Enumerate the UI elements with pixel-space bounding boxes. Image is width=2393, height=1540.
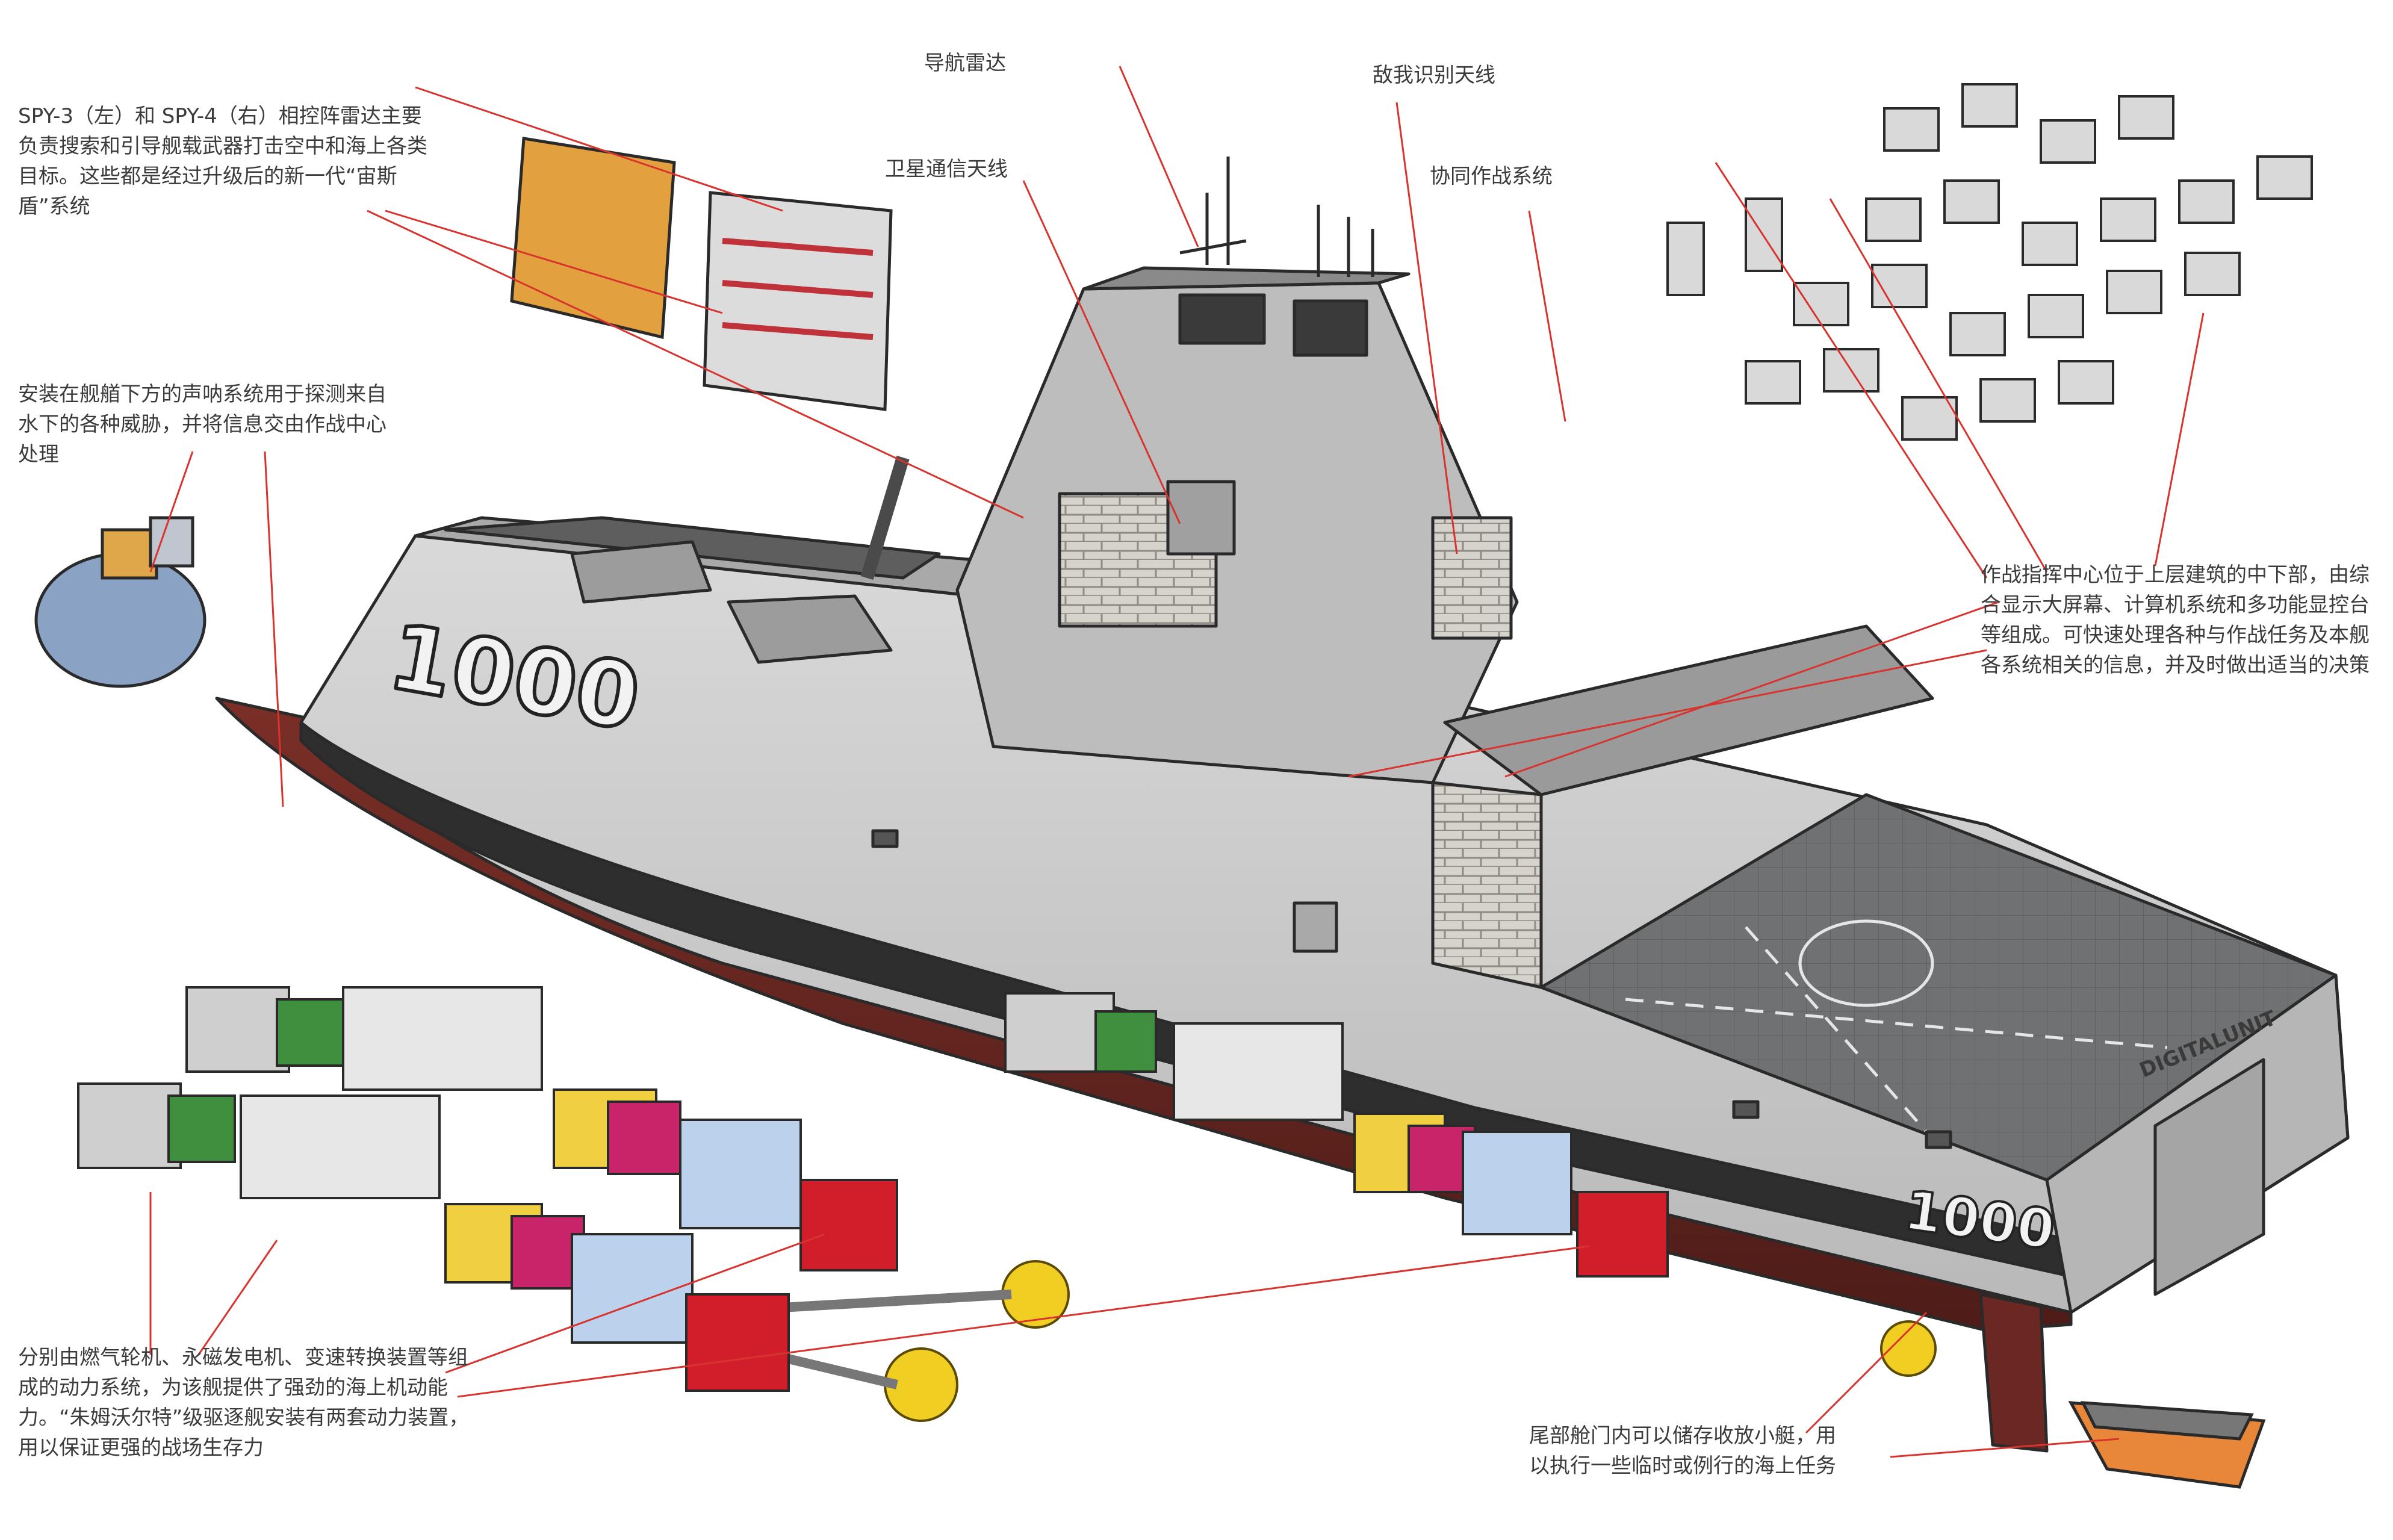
navigation-radar-mast [1179, 157, 1247, 265]
propellers [698, 1260, 1937, 1422]
label-combat-center: 作战指挥中心位于上层建筑的中下部，由综合显示大屏幕、计算机系统和多功能显控台等组… [1981, 563, 2370, 677]
label-iff-antenna: 敌我识别天线 [1373, 63, 1495, 87]
spy-radar-arrays [510, 137, 893, 411]
label-cooperative-combat: 协同作战系统 [1430, 164, 1553, 188]
label-navigation-radar: 导航雷达 [924, 51, 1006, 75]
leader-lines [149, 66, 2205, 1458]
label-satcom-antenna: 卫星通信天线 [885, 157, 1008, 181]
gun-turret-2 [570, 540, 712, 604]
label-spy-radar: SPY-3（左）和 SPY-4（右）相控阵雷达主要负责搜索和引导舰载武器打击空中… [18, 104, 427, 219]
gun-turret-1 [727, 594, 893, 664]
rhib-boat [2068, 1401, 2266, 1489]
label-power-system: 分别由燃气轮机、永磁发电机、变速转换装置等组成的动力系统，为该舰提供了强劲的海上… [18, 1346, 470, 1460]
label-sonar: 安装在舰艏下方的声呐系统用于探测来自水下的各种威胁，并将信息交由作战中心处理 [18, 382, 386, 467]
label-stern-boat: 尾部舱门内可以储存收放小艇，用以执行一些临时或例行的海上任务 [1529, 1424, 1836, 1478]
deckhouse-top [1082, 266, 1411, 291]
ship: 1000 1000 DIGITALUNIT [215, 157, 2350, 1453]
power-system-machinery [77, 986, 1669, 1392]
combat-center-consoles [1666, 83, 2313, 441]
iff-antennas [1317, 205, 1374, 277]
gun-barrel [860, 455, 910, 580]
stern-door [2153, 1058, 2265, 1296]
spy-4-array [703, 191, 893, 411]
spy-3-array [510, 137, 676, 340]
skeg [1979, 1293, 2049, 1453]
sonar-dome [34, 516, 206, 688]
